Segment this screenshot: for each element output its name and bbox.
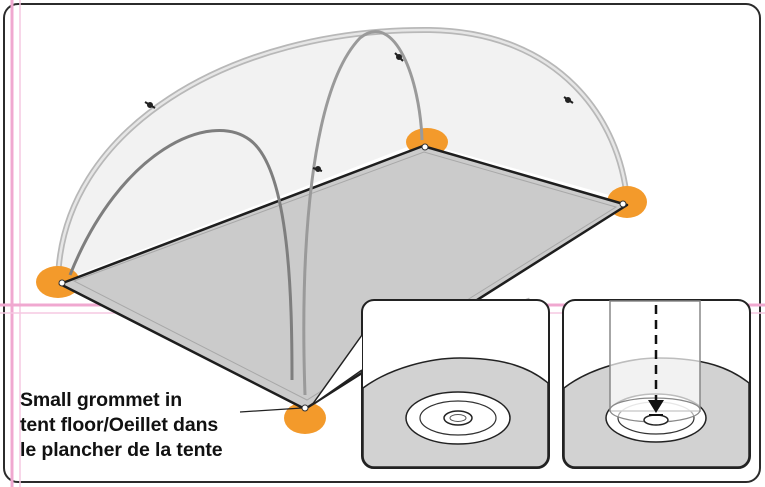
tent-pole-right — [302, 30, 424, 396]
callout-line-1: Small grommet in — [20, 389, 183, 411]
callout-line-2: tent floor/Oeillet dans — [20, 414, 219, 436]
grommet-pad-front — [284, 402, 326, 434]
corner-grommet-right — [619, 200, 627, 208]
callout-line-3: le plancher de la tente — [20, 439, 223, 461]
corner-grommet-left — [58, 279, 66, 287]
tent-floor — [58, 144, 629, 411]
detail-panel-grommet — [361, 299, 550, 469]
pole-clip-icon — [144, 52, 574, 172]
detail-panel-insertion — [562, 299, 751, 469]
tent-floor-inner-edge — [72, 151, 618, 401]
detail-pointer — [311, 334, 363, 406]
grommet-callout-label: Small grommet in tent floor/Oeillet dans… — [20, 388, 320, 463]
callout-leader-line — [239, 407, 303, 413]
corner-grommet-back — [421, 143, 429, 151]
tent-pole-left — [68, 129, 294, 381]
tent-canopy — [58, 29, 627, 282]
